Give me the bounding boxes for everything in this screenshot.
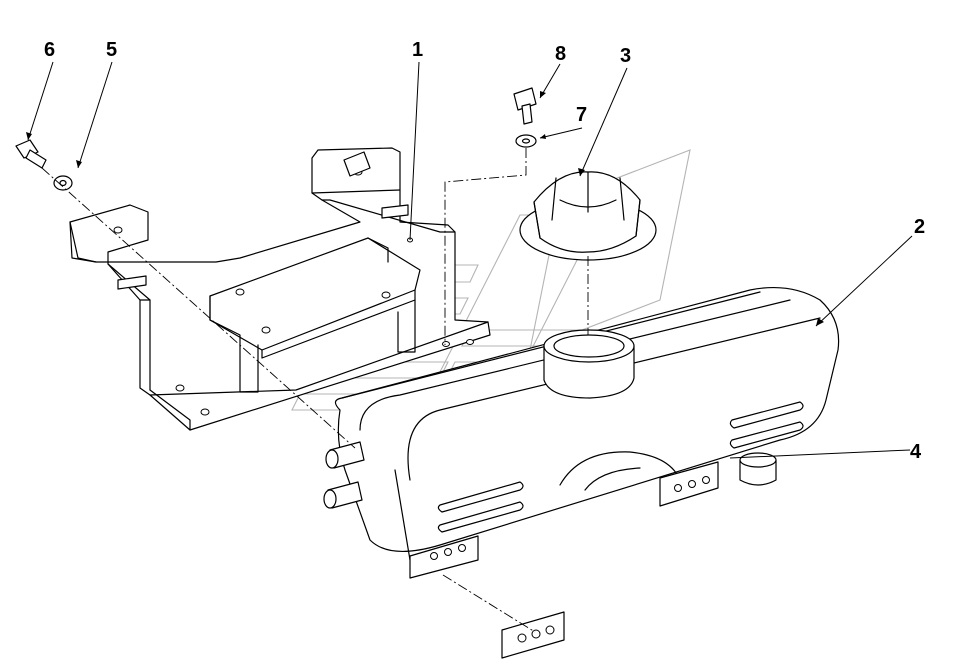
callout-6: 6 [44,39,55,61]
mounting-bracket [69,147,491,431]
assembly-centerlines [41,148,589,633]
filler-cap [519,171,657,261]
washer-part-5 [53,175,73,191]
callout-4: 4 [910,441,922,463]
washer-part-7 [515,134,537,148]
bolt-part-6 [15,139,47,169]
callout-8: 8 [555,43,566,65]
expansion-tank [323,286,840,579]
callout-labels: 1 2 3 4 5 6 7 8 [44,39,925,463]
callout-2: 2 [914,216,925,238]
callout-5: 5 [106,39,117,61]
callout-3: 3 [620,45,631,67]
gasket-plate [501,611,565,659]
callout-1: 1 [412,39,423,61]
bolt-part-8 [513,87,537,125]
leader-lines [26,61,913,459]
callout-7: 7 [576,104,587,126]
